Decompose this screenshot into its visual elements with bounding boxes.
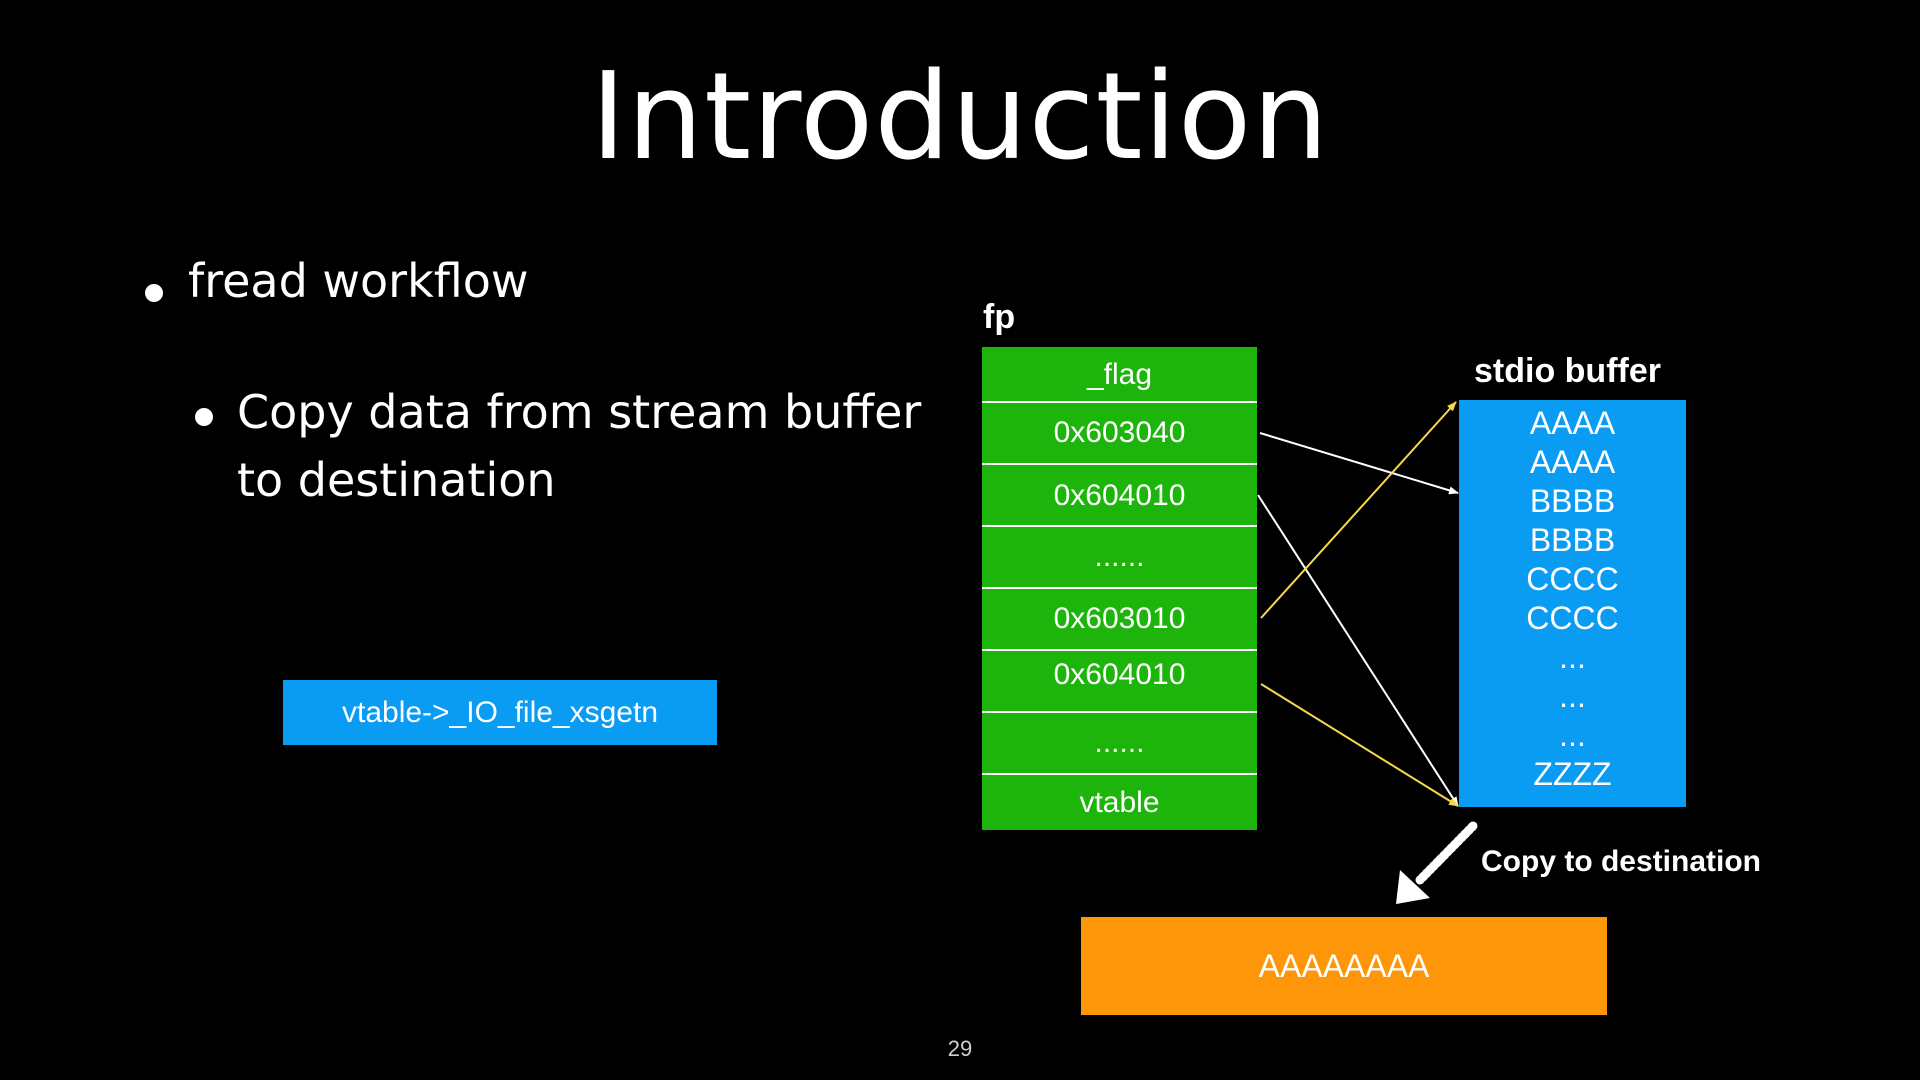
destination-buffer-box: AAAAAAAA [1081, 917, 1607, 1015]
buffer-line: ... [1559, 639, 1586, 675]
fp-struct-table: _flag 0x603040 0x604010 ...... 0x603010 … [982, 347, 1257, 830]
fp-divider [982, 463, 1257, 465]
buffer-line: BBBB [1529, 522, 1616, 558]
buffer-line: ... [1559, 717, 1586, 753]
copy-to-destination-label: Copy to destination [1481, 845, 1761, 878]
vtable-xsgetn-box: vtable->_IO_file_xsgetn [283, 680, 717, 745]
bullet-dot-level2 [195, 408, 213, 426]
fp-divider [982, 773, 1257, 775]
buffer-line: AAAA [1529, 405, 1616, 441]
fp-divider [982, 401, 1257, 403]
arrow-buf-end [1260, 683, 1459, 807]
bullet-fread-workflow: fread workflow [188, 254, 529, 308]
fp-label: fp [983, 298, 1016, 336]
bullet-dot-level1 [145, 284, 163, 302]
fp-field-ellipsis-2: ...... [1094, 726, 1145, 759]
buffer-line: ... [1559, 678, 1586, 714]
fp-field-read-ptr: 0x603040 [1053, 416, 1186, 449]
stdio-buffer-box: AAAA AAAA BBBB BBBB CCCC CCCC ... ... ..… [1459, 400, 1686, 807]
buffer-line: CCCC [1526, 600, 1619, 636]
fp-divider [982, 525, 1257, 527]
buffer-line: AAAA [1529, 444, 1616, 480]
slide-title: Introduction [590, 48, 1330, 187]
fp-field-buf-base: 0x603010 [1053, 602, 1186, 635]
stdio-buffer-label: stdio buffer [1474, 352, 1661, 390]
fp-field-buf-end: 0x604010 [1053, 658, 1186, 691]
fp-divider [982, 587, 1257, 589]
buffer-line: CCCC [1526, 561, 1619, 597]
fp-divider [982, 711, 1257, 713]
fp-field-ellipsis-1: ...... [1094, 540, 1145, 573]
fp-field-flag: _flag [1086, 357, 1153, 391]
arrow-read-ptr [1259, 432, 1459, 495]
fp-divider [982, 649, 1257, 651]
fp-field-read-end: 0x604010 [1053, 479, 1186, 512]
arrow-read-end [1257, 494, 1459, 807]
bullet-copy-data: Copy data from stream buffer to destinat… [237, 385, 922, 507]
buffer-line: ZZZZ [1533, 756, 1612, 792]
arrow-buf-base [1260, 401, 1457, 619]
copy-arrow-icon [1396, 821, 1478, 904]
buffer-line: BBBB [1529, 483, 1616, 519]
fp-field-vtable: vtable [1079, 785, 1160, 819]
page-number: 29 [947, 1036, 973, 1061]
